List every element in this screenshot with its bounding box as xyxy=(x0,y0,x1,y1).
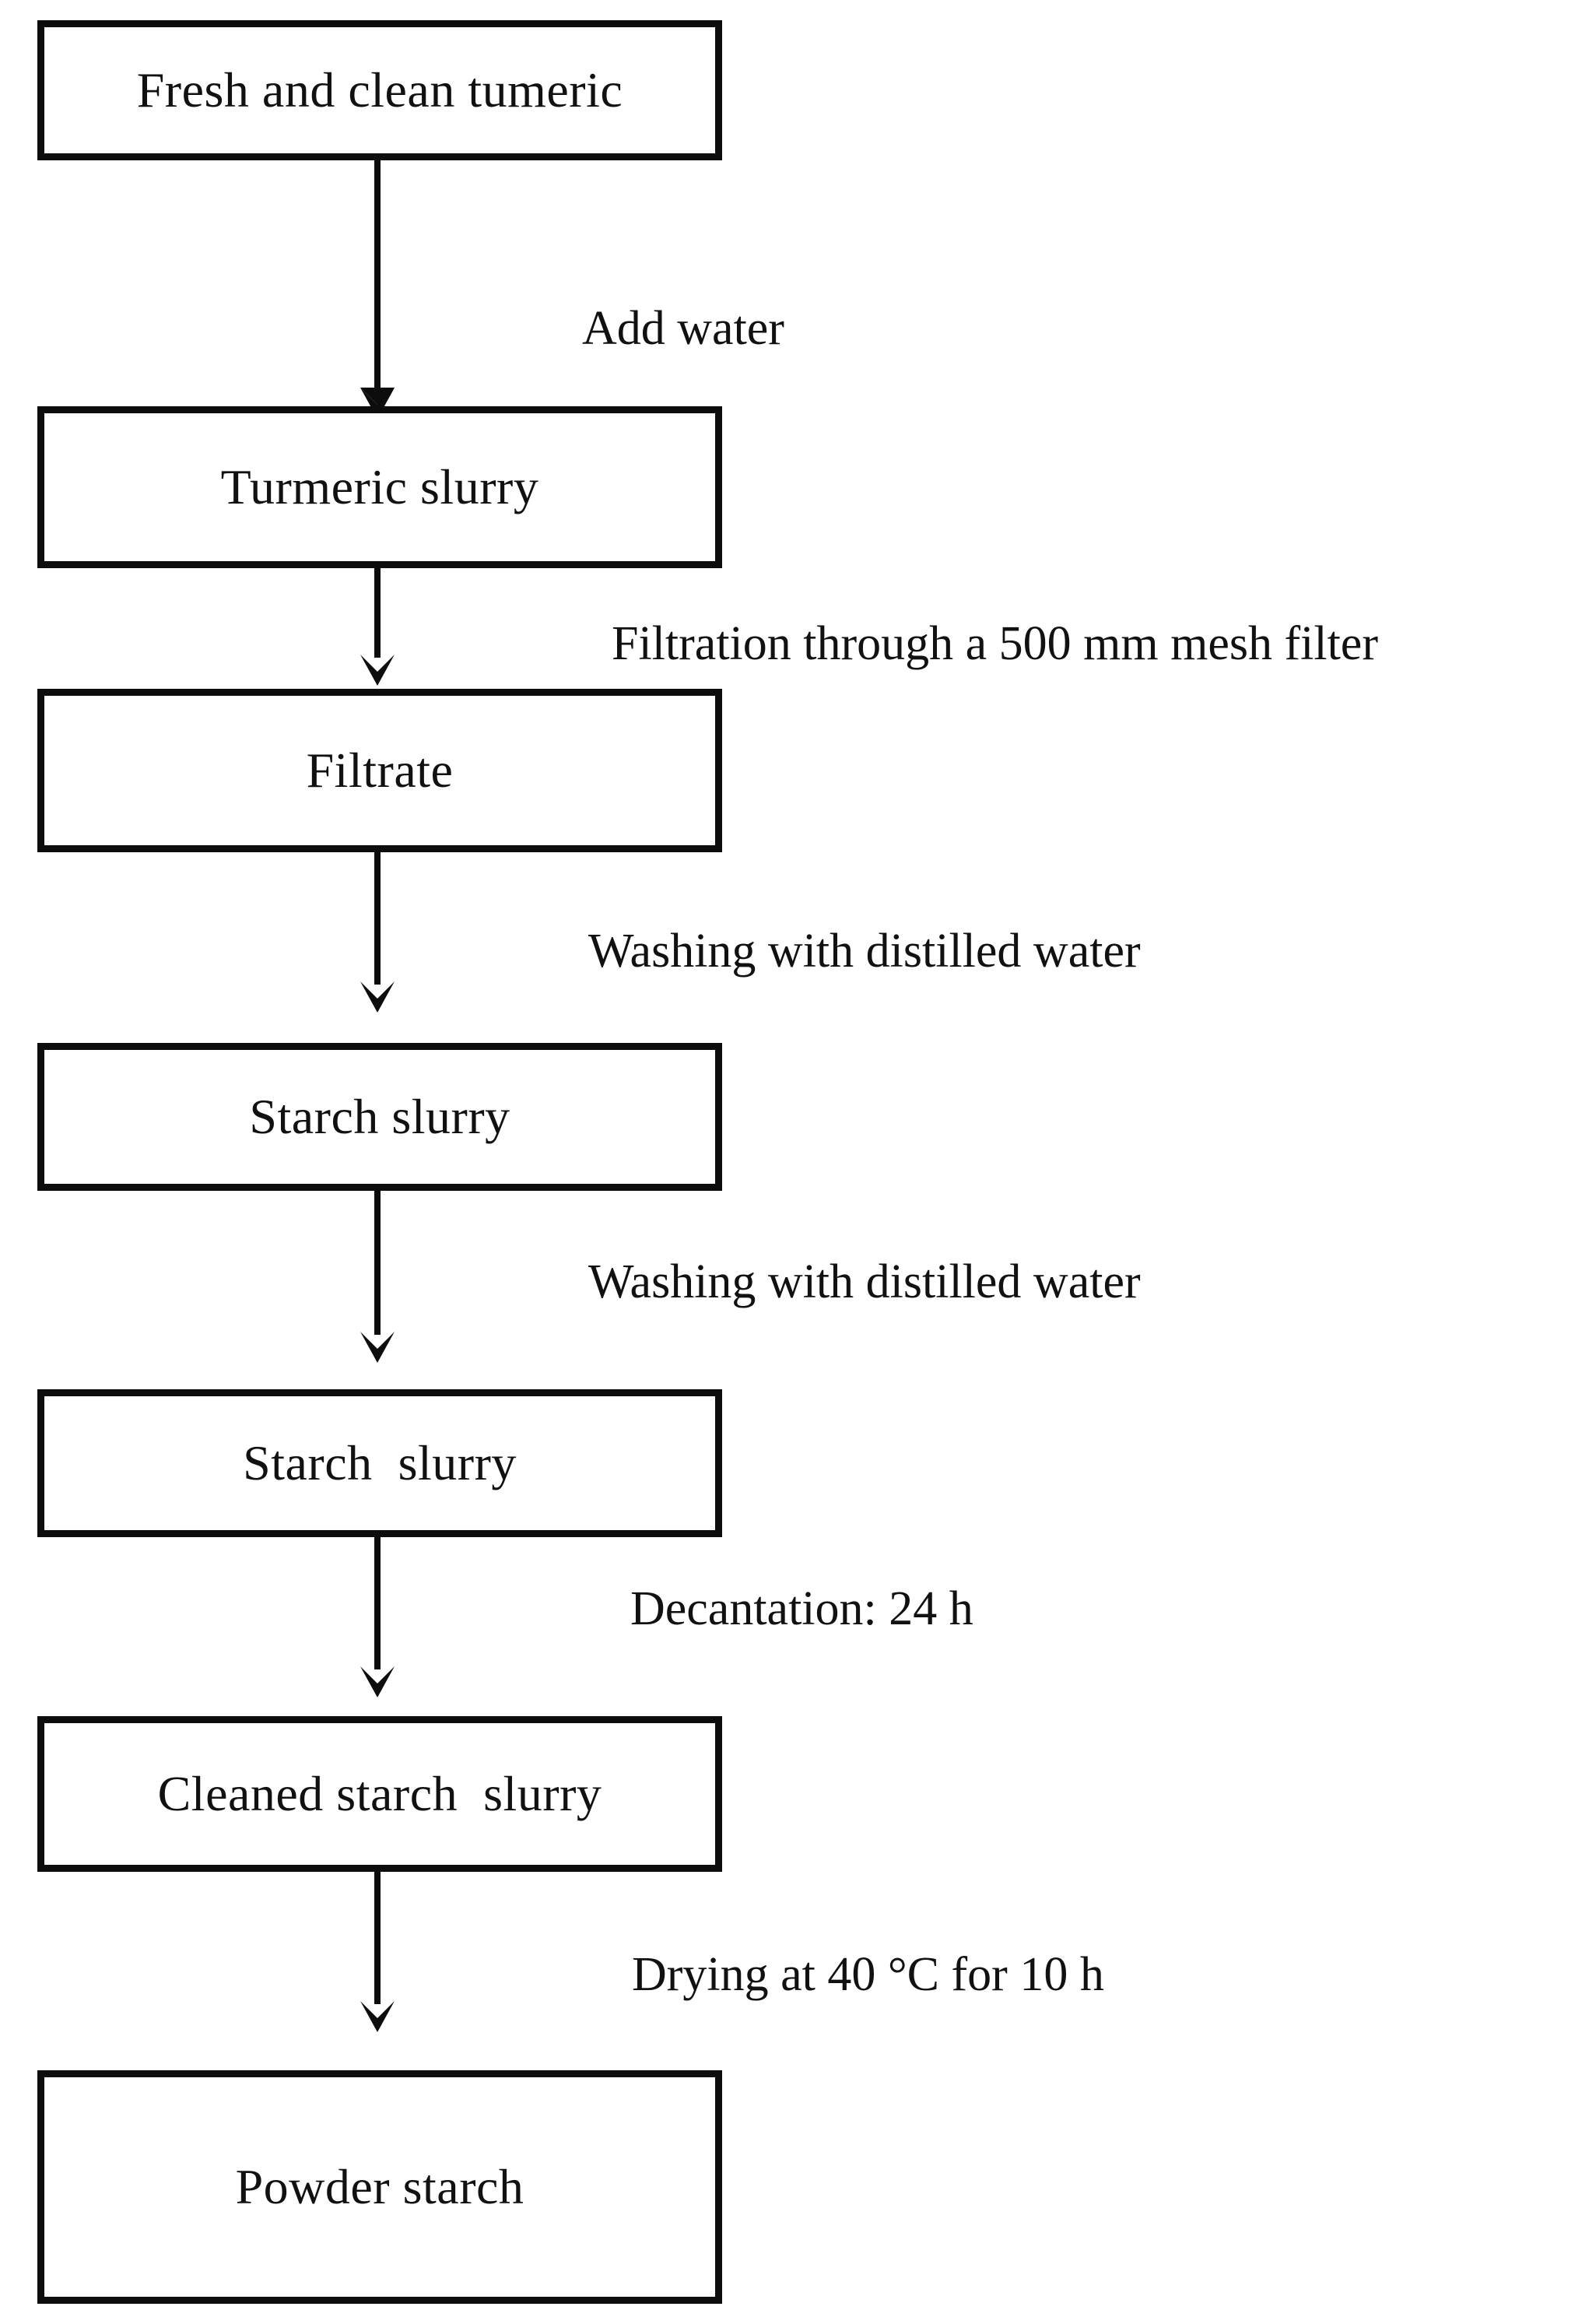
connector-arrow-2 xyxy=(360,568,395,686)
flow-node-filtrate[interactable]: Filtrate xyxy=(37,689,722,852)
flow-node-fresh-and-clean-tumeric[interactable]: Fresh and clean tumeric xyxy=(37,20,722,160)
edge-label-drying: Drying at 40 °C for 10 h xyxy=(632,1948,1104,2001)
flow-node-cleaned-starch-slurry[interactable]: Cleaned starch slurry xyxy=(37,1716,722,1872)
flow-node-label: Fresh and clean tumeric xyxy=(136,61,623,118)
flow-node-label: Starch slurry xyxy=(249,1088,510,1144)
edge-label-washing-2: Washing with distilled water xyxy=(588,1255,1141,1308)
flow-node-label: Starch slurry xyxy=(243,1434,517,1490)
edge-label-filtration: Filtration through a 500 mm mesh filter xyxy=(612,617,1378,670)
connector-arrow-5 xyxy=(360,1537,395,1697)
flow-node-label: Turmeric slurry xyxy=(220,458,539,514)
flow-node-turmeric-slurry[interactable]: Turmeric slurry xyxy=(37,406,722,568)
edge-label-add-water: Add water xyxy=(582,302,784,355)
flow-node-powder-starch[interactable]: Powder starch xyxy=(37,2070,722,2304)
flow-node-label: Cleaned starch slurry xyxy=(157,1765,602,1821)
connector-arrow-4 xyxy=(360,1191,395,1363)
connector-arrow-6 xyxy=(360,1872,395,2032)
flow-node-starch-slurry-1[interactable]: Starch slurry xyxy=(37,1043,722,1191)
edge-label-decantation: Decantation: 24 h xyxy=(630,1582,973,1635)
connector-arrow-3 xyxy=(360,852,395,1013)
connector-arrow-1 xyxy=(360,160,395,419)
flow-node-starch-slurry-2[interactable]: Starch slurry xyxy=(37,1389,722,1537)
flow-node-label: Powder starch xyxy=(235,2158,524,2214)
edge-label-washing-1: Washing with distilled water xyxy=(588,925,1141,978)
flow-node-label: Filtrate xyxy=(306,742,454,798)
